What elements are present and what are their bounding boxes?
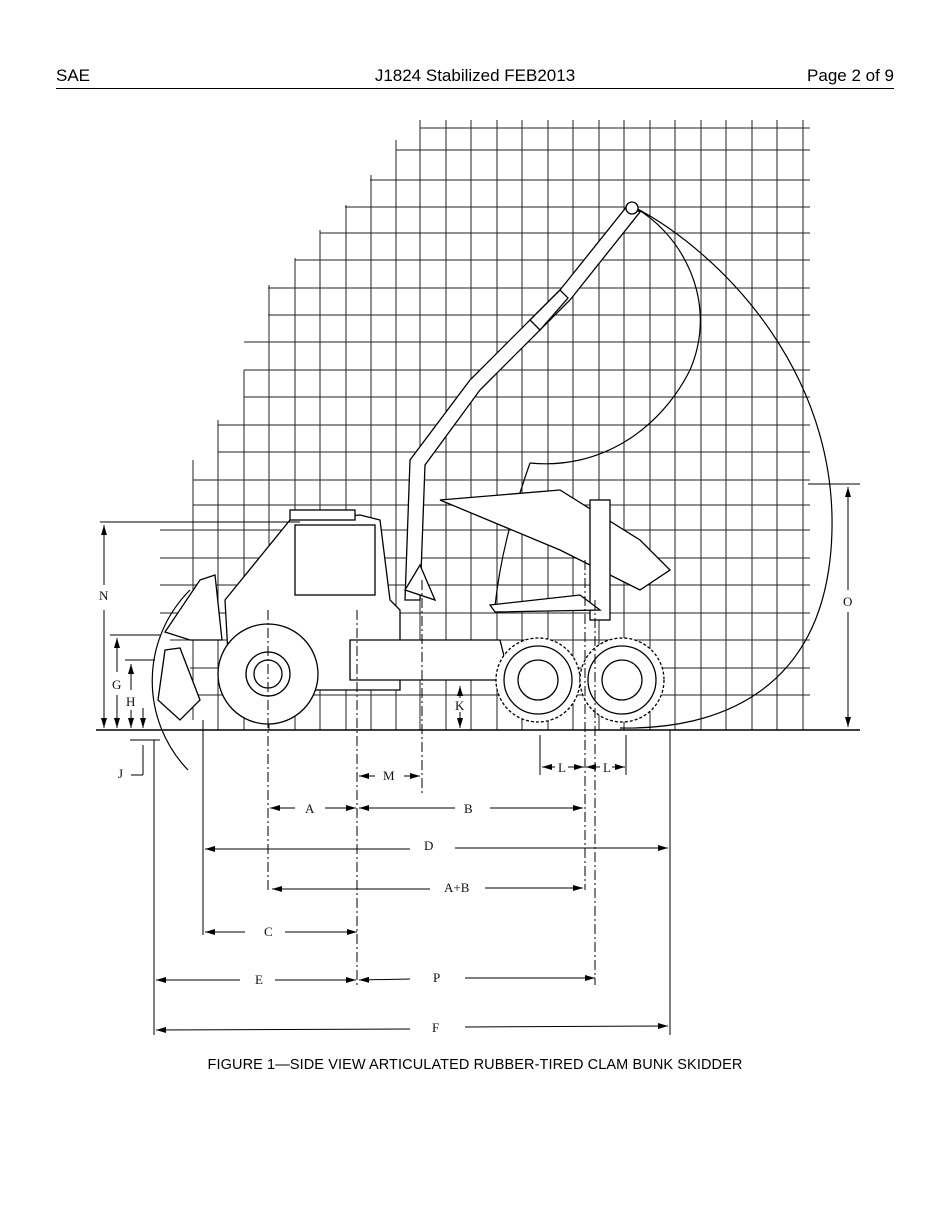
- dim-label-e: E: [255, 972, 263, 987]
- header-org: SAE: [56, 66, 91, 85]
- header-doc-id: J1824 Stabilized FEB2013: [374, 66, 576, 85]
- dimension-lines: [101, 487, 851, 1033]
- dim-label-n: N: [99, 588, 109, 603]
- boom-reach-envelope: [151, 204, 833, 771]
- page-header: SAE J1824 Stabilized FEB2013 Page 2 of 9: [56, 66, 894, 89]
- centerlines: [267, 560, 596, 985]
- dimension-labels: N G H J K O L L M A B D A+B C E P F: [99, 588, 852, 1035]
- dim-label-j: J: [118, 766, 123, 781]
- dim-label-g: G: [112, 677, 121, 692]
- dim-label-l1: L: [558, 760, 566, 775]
- dim-label-o: O: [843, 594, 852, 609]
- dim-label-p: P: [433, 970, 440, 985]
- figure-caption: FIGURE 1—SIDE VIEW ARTICULATED RUBBER-TI…: [207, 1057, 743, 1073]
- dim-label-d: D: [424, 838, 433, 853]
- dim-label-a-plus-b: A+B: [444, 880, 470, 895]
- dim-label-f: F: [432, 1020, 439, 1035]
- header-page-number: Page 2 of 9: [807, 66, 894, 85]
- dim-label-c: C: [264, 924, 273, 939]
- skidder-body: [157, 201, 672, 725]
- dim-label-m: M: [383, 768, 395, 783]
- dim-label-k: K: [455, 698, 465, 713]
- dim-label-b: B: [464, 801, 473, 816]
- dim-label-l2: L: [603, 760, 611, 775]
- dim-label-h: H: [126, 694, 135, 709]
- dim-label-a: A: [305, 801, 315, 816]
